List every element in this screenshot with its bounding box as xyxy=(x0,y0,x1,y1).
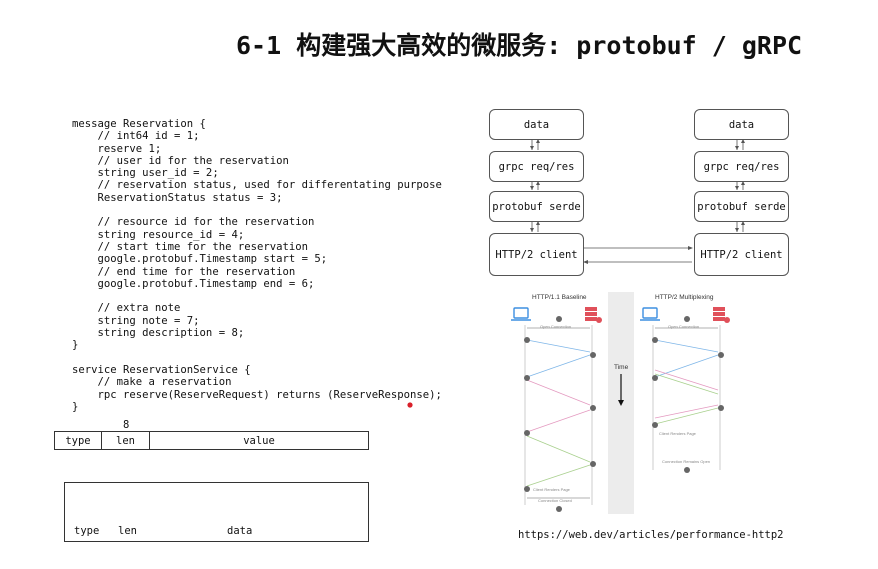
tld-data-label: data xyxy=(227,525,253,537)
laptop-icon xyxy=(513,307,529,319)
tlv-type-cell: type xyxy=(55,432,102,449)
left-http-box: HTTP/2 client xyxy=(489,233,584,276)
client-renders-label: Client Renders Page xyxy=(533,487,570,492)
code-line: message Reservation { xyxy=(72,118,206,130)
code-line: service ReservationService { xyxy=(72,363,251,376)
protobuf-code-block: message Reservation { // int64 id = 1; r… xyxy=(72,118,442,413)
page-title: 6-1 构建强大高效的微服务: protobuf / gRPC xyxy=(236,31,803,60)
code-line: rpc reserve(ReserveRequest) returns (Res… xyxy=(72,388,442,401)
size-label: 8 xyxy=(123,419,130,431)
code-line: google.protobuf.Timestamp start = 5; xyxy=(72,253,328,266)
open-connection-label-2: Open Connection xyxy=(668,324,700,329)
right-grpc-box: grpc req/res xyxy=(694,151,789,182)
code-line: google.protobuf.Timestamp end = 6; xyxy=(72,277,315,290)
left-data-box: data xyxy=(489,109,584,140)
right-data-box: data xyxy=(694,109,789,140)
code-line: string resource_id = 4; xyxy=(72,228,245,241)
code-line: // resource id for the reservation xyxy=(72,216,315,229)
laptop-icon-2 xyxy=(642,307,658,319)
tld-len-label: len xyxy=(118,525,137,537)
tld-row: type len data xyxy=(64,521,369,542)
left-protobuf-box: protobuf serde xyxy=(489,191,584,222)
code-line: // end time for the reservation xyxy=(72,265,296,278)
code-line: // int64 id = 1; xyxy=(72,130,200,143)
code-line: string note = 7; xyxy=(72,314,200,327)
code-line: } xyxy=(72,339,79,352)
code-line: string user_id = 2; xyxy=(72,167,219,180)
code-line: } xyxy=(72,400,79,413)
connection-remains-label: Connection Remains Open xyxy=(662,459,711,464)
tlv-value-cell: value xyxy=(243,434,275,447)
tlv-len-cell: len xyxy=(102,432,150,449)
tlv-row: type len value xyxy=(54,431,369,450)
code-line: // start time for the reservation xyxy=(72,240,309,253)
time-label: Time xyxy=(614,364,629,371)
code-line: // extra note xyxy=(72,302,181,315)
right-http-box: HTTP/2 client xyxy=(694,233,789,276)
source-url[interactable]: https://web.dev/articles/performance-htt… xyxy=(518,529,784,541)
code-line: // make a reservation xyxy=(72,376,232,389)
code-line: // user id for the reservation xyxy=(72,154,289,167)
tld-type-label: type xyxy=(74,525,100,537)
server-icon xyxy=(585,307,597,311)
left-grpc-box: grpc req/res xyxy=(489,151,584,182)
code-line: reserve 1; xyxy=(72,142,162,155)
cursor-dot xyxy=(407,402,413,408)
code-line: string description = 8; xyxy=(72,327,245,340)
right-protobuf-box: protobuf serde xyxy=(694,191,789,222)
http2-title: HTTP/2 Multiplexing xyxy=(655,294,714,301)
code-line: // reservation status, used for differen… xyxy=(72,179,442,192)
code-line: ReservationStatus status = 3; xyxy=(72,191,283,204)
client-renders-label-2: Client Renders Page xyxy=(659,431,696,436)
connection-closed-label: Connection Closed xyxy=(538,498,572,503)
open-connection-label: Open Connection xyxy=(540,324,572,329)
server-icon-2 xyxy=(713,307,725,311)
http1-title: HTTP/1.1 Baseline xyxy=(532,294,587,301)
